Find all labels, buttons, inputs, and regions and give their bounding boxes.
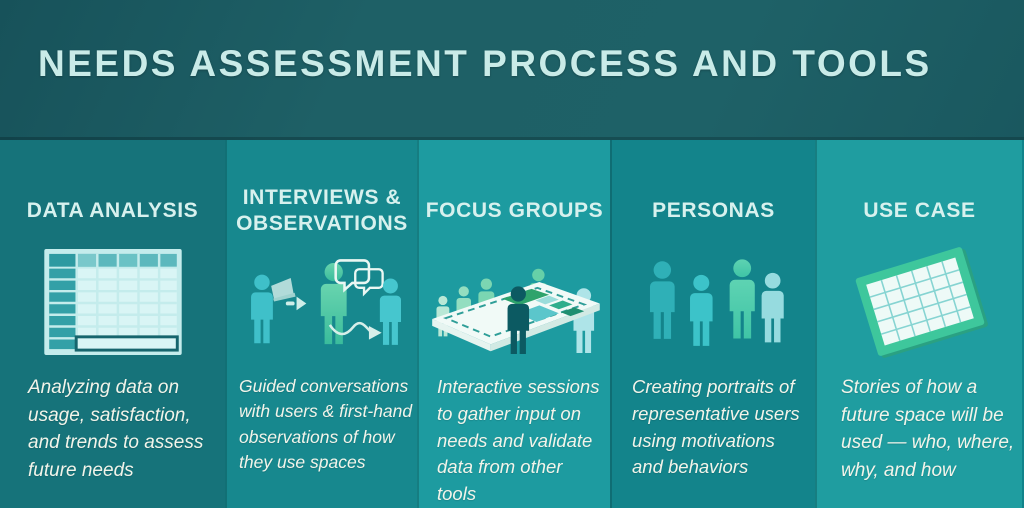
- floorplan-group-icon: [422, 246, 608, 358]
- column-title: DATA ANALYSIS: [26, 198, 199, 222]
- column-title: INTERVIEWS & OBSERVATIONS: [236, 185, 408, 235]
- column-focus-groups: FOCUS GROUPS: [417, 140, 610, 508]
- column-title: FOCUS GROUPS: [425, 198, 604, 222]
- page-title: NEEDS ASSESSMENT PROCESS AND TOOLS: [38, 42, 932, 84]
- column-description: Stories of how a future space will be us…: [841, 377, 1015, 481]
- column-description: Creating portraits of representative use…: [632, 376, 800, 478]
- people-group-icon: [634, 246, 794, 358]
- column-interviews-observations: INTERVIEWS & OBSERVATIONS Guided convers…: [225, 140, 417, 508]
- columns-row: DATA ANALYSIS Analyzing data on usage, s…: [0, 140, 1024, 508]
- column-description: Analyzing data on usage, satisfaction, a…: [28, 377, 204, 481]
- column-personas: PERSONAS Creating portraits of represent…: [610, 140, 815, 508]
- column-description: Guided conversations with users & first-…: [239, 376, 413, 473]
- column-title: PERSONAS: [652, 198, 775, 222]
- spreadsheet-table-icon: [43, 246, 182, 358]
- column-description: Interactive sessions to gather input on …: [437, 376, 600, 505]
- interview-people-icon: [234, 246, 410, 358]
- header: NEEDS ASSESSMENT PROCESS AND TOOLS: [0, 0, 1024, 140]
- column-title: USE CASE: [863, 198, 976, 222]
- column-use-case: USE CASE Stories of how a future space w…: [815, 140, 1022, 508]
- tilted-grid-icon: [845, 246, 995, 358]
- column-data-analysis: DATA ANALYSIS Analyzing data on usage, s…: [0, 140, 225, 508]
